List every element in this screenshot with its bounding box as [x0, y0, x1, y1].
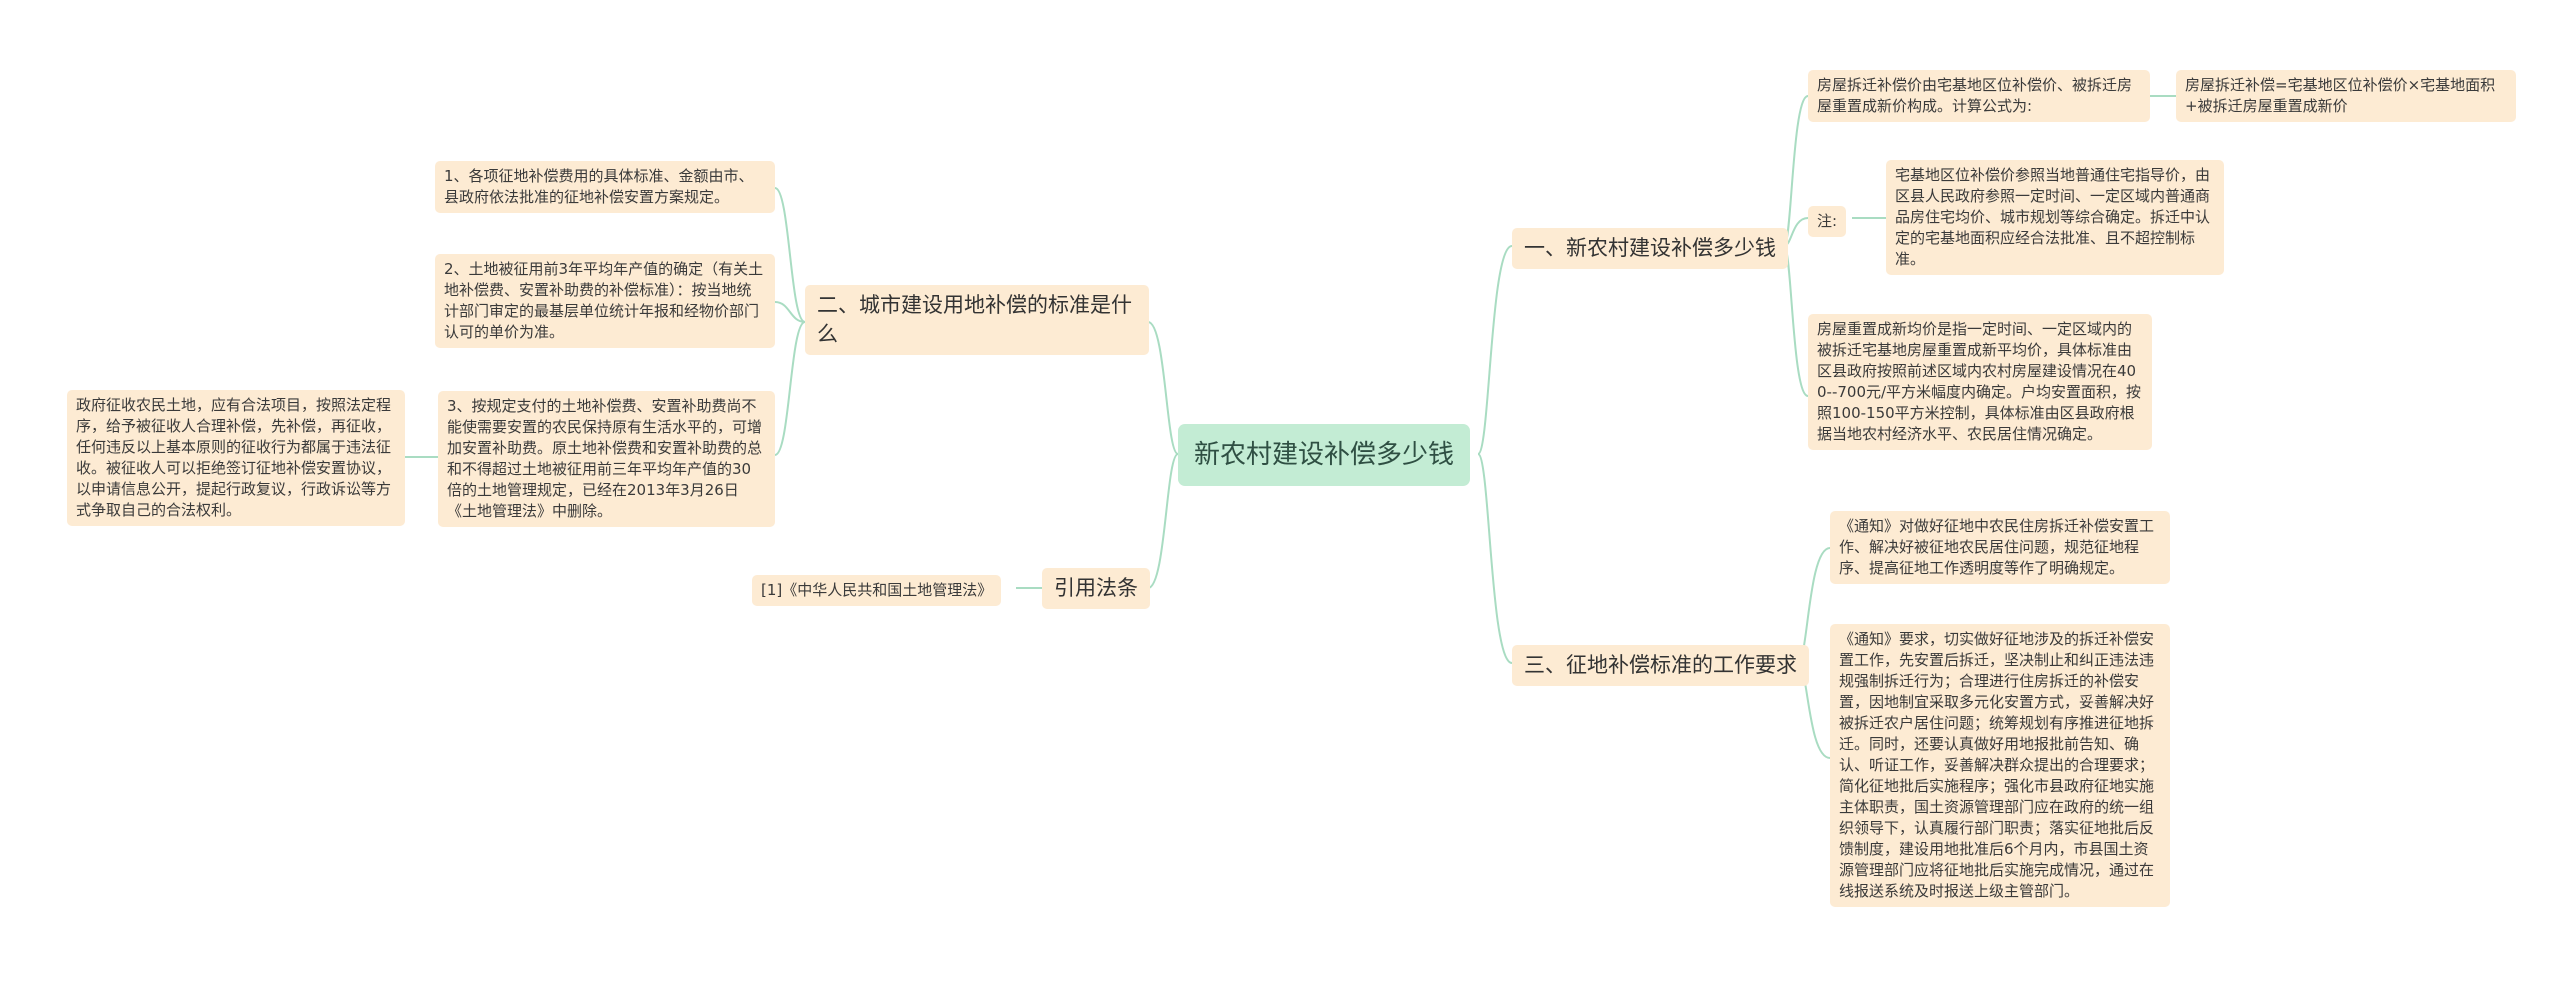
- link-root-b1: [1477, 245, 1513, 455]
- standard-item-3[interactable]: 3、按规定支付的土地补偿费、安置补助费尚不能使需要安置的农民保持原有生活水平的，…: [438, 391, 775, 527]
- link-b1-rebuild: [1783, 245, 1809, 397]
- branch-cited-law[interactable]: 引用法条: [1042, 568, 1150, 609]
- notice-requirements[interactable]: 《通知》要求，切实做好征地涉及的拆迁补偿安置工作，先安置后拆迁，坚决制止和纠正违…: [1830, 624, 2170, 907]
- rebuild-price-description[interactable]: 房屋重置成新均价是指一定时间、一定区域内的被拆迁宅基地房屋重置成新平均价，具体标…: [1808, 314, 2152, 450]
- link-root-b3: [1477, 453, 1513, 664]
- branch-urban-land-standard[interactable]: 二、城市建设用地补偿的标准是什么: [805, 285, 1149, 355]
- standard-item-3-detail[interactable]: 政府征收农民土地，应有合法项目，按照法定程序，给予被征收人合理补偿，先补偿，再征…: [67, 390, 405, 526]
- branch-new-village-compensation[interactable]: 一、新农村建设补偿多少钱: [1512, 228, 1788, 269]
- notice-summary[interactable]: 《通知》对做好征地中农民住房拆迁补偿安置工作、解决好被征地农民居住问题，规范征地…: [1830, 511, 2170, 584]
- link-b1-formula-desc: [1783, 95, 1809, 247]
- link-b2-item2: [774, 301, 806, 323]
- formula[interactable]: 房屋拆迁补偿=宅基地区位补偿价×宅基地面积+被拆迁房屋重置成新价: [2176, 70, 2516, 122]
- standard-item-1[interactable]: 1、各项征地补偿费用的具体标准、金额由市、县政府依法批准的征地补偿安置方案规定。: [435, 161, 775, 213]
- note-label[interactable]: 注:: [1808, 206, 1847, 237]
- standard-item-2[interactable]: 2、土地被征用前3年平均年产值的确定（有关土地补偿费、安置补助费的补偿标准）：按…: [435, 254, 775, 348]
- link-root-b2: [1147, 321, 1179, 455]
- cited-law-item[interactable]: [1]《中华人民共和国土地管理法》: [752, 575, 1002, 606]
- note-text[interactable]: 宅基地区位补偿价参照当地普通住宅指导价，由区县人民政府参照一定时间、一定区域内普…: [1886, 160, 2224, 275]
- branch-work-requirements[interactable]: 三、征地补偿标准的工作要求: [1512, 645, 1809, 686]
- link-b2-item1: [774, 187, 806, 323]
- link-root-b4: [1147, 453, 1179, 589]
- root-node[interactable]: 新农村建设补偿多少钱: [1178, 424, 1471, 486]
- formula-description[interactable]: 房屋拆迁补偿价由宅基地区位补偿价、被拆迁房屋重置成新价构成。计算公式为:: [1808, 70, 2150, 122]
- link-b2-item3: [774, 321, 806, 456]
